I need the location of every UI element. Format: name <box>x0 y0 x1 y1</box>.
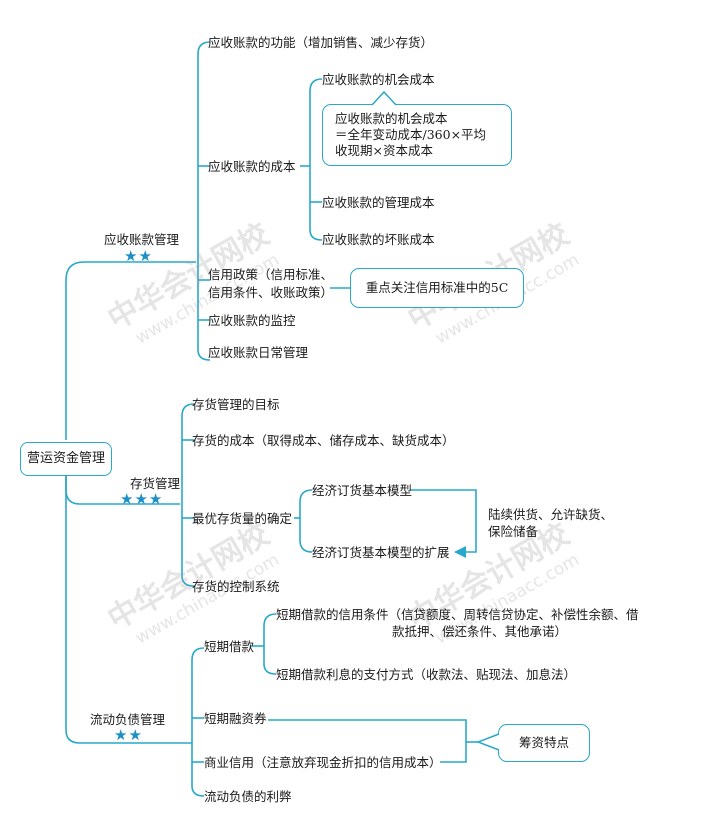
branch-receivables-label: 应收账款管理 <box>104 232 180 247</box>
inventory-cost: 存货的成本（取得成本、储存成本、缺货成本） <box>192 433 455 448</box>
receivables-credit-policy: 信用政策（信用标准、 信用条件、收账政策） <box>208 267 334 300</box>
inventory-stars-icon: ★★★ <box>120 490 164 508</box>
root-label: 营运资金管理 <box>26 451 105 466</box>
trade-credit: 商业信用（注意放弃现金折扣的信用成本） <box>204 755 442 770</box>
root-node: 营运资金管理 <box>20 442 112 476</box>
opportunity-cost-formula-box: 应收账款的机会成本 ＝全年变动成本/360×平均 收现期×资本成本 <box>322 104 512 166</box>
branch-inventory-label: 存货管理 <box>130 476 181 491</box>
short-term-bills: 短期融资券 <box>204 711 267 726</box>
inventory-eoq-extension: 经济订货基本模型的扩展 <box>312 545 450 560</box>
credit-note-box: 重点关注信用标准中的5C <box>350 268 524 308</box>
short-loan-interest-payment: 短期借款利息的支付方式（收款法、贴现法、加息法） <box>276 667 577 682</box>
inventory-optimal: 最优存货量的确定 <box>192 511 293 526</box>
receivables-monitoring: 应收账款的监控 <box>208 313 296 328</box>
receivables-function: 应收账款的功能（增加销售、减少存货） <box>208 35 434 50</box>
inventory-extension-note: 陆续供货、允许缺货、 保险储备 <box>488 507 614 539</box>
inventory-control: 存货的控制系统 <box>192 579 280 594</box>
receivables-stars-icon: ★★ <box>124 247 153 265</box>
formula-line: 应收账款的机会成本 <box>335 111 448 126</box>
receivables-opportunity-cost: 应收账款的机会成本 <box>322 72 435 87</box>
financing-note-box: 筹资特点 <box>498 724 590 762</box>
inventory-eoq: 经济订货基本模型 <box>312 483 413 498</box>
short-term-loan: 短期借款 <box>204 639 255 654</box>
callout-pointer <box>371 90 397 106</box>
receivables-management-cost: 应收账款的管理成本 <box>322 195 435 210</box>
receivables-cost: 应收账款的成本 <box>208 159 296 174</box>
formula-line: 收现期×资本成本 <box>335 143 433 158</box>
formula-line: ＝全年变动成本/360×平均 <box>335 127 487 142</box>
callout-pointer <box>476 733 500 751</box>
short-loan-credit-terms: 短期借款的信用条件（信贷额度、周转信贷协定、补偿性余额、借 款抵押、偿还条件、其… <box>276 607 639 639</box>
inventory-goal: 存货管理的目标 <box>192 397 280 412</box>
receivables-bad-debt-cost: 应收账款的坏账成本 <box>322 232 435 247</box>
current-liabilities-stars-icon: ★★ <box>114 726 143 744</box>
branch-current-liabilities-label: 流动负债管理 <box>90 712 166 727</box>
current-liabilities-pros-cons: 流动负债的利弊 <box>204 789 292 804</box>
receivables-daily: 应收账款日常管理 <box>208 345 309 360</box>
